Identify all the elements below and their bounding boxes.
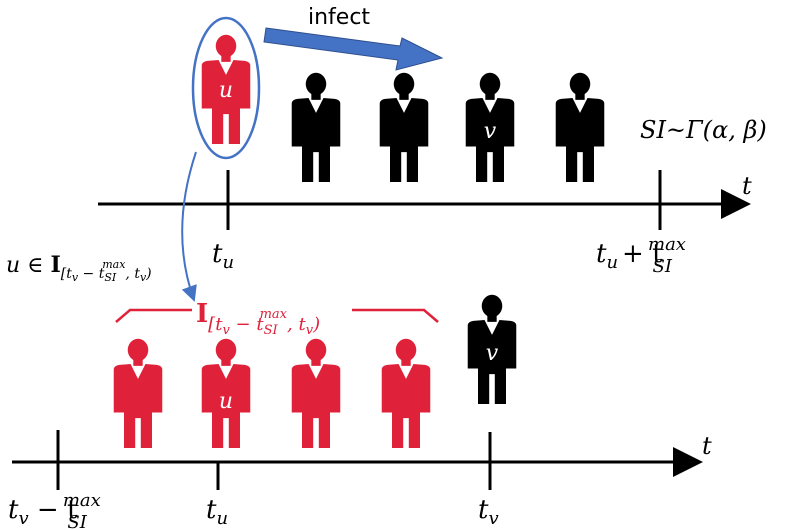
infected-set-label: I[tv − tSImax, tv) — [196, 299, 320, 338]
person-v-label: v — [486, 341, 499, 366]
person-u-label: u — [219, 78, 233, 103]
susceptible-person-v-bottom: v — [467, 294, 517, 404]
label-tv-bottom: tv — [478, 495, 499, 529]
infect-label: infect — [308, 5, 370, 30]
infected-set-bracket — [115, 308, 439, 323]
membership-link-arrow — [181, 151, 197, 302]
susceptible-person-v-top: v — [465, 72, 515, 182]
infected-person-u-top: u — [201, 34, 251, 144]
infected-person-u-bottom: u — [201, 338, 251, 448]
susceptible-person — [291, 72, 341, 182]
label-tu-plus-tmax: tu+ tSImax — [596, 234, 686, 277]
infect-arrow — [263, 27, 444, 71]
susceptible-person — [555, 72, 605, 182]
person-v-label: v — [484, 119, 497, 144]
top-axis-label: t — [742, 172, 752, 200]
membership-label: u ∈ I[tv − tSImax, tv) — [6, 252, 152, 284]
infected-person — [291, 338, 341, 448]
label-tv-minus-tmax: tv − tSImax — [8, 490, 101, 530]
person-u-label: u — [219, 389, 233, 414]
label-tu-bottom: tu — [206, 495, 228, 529]
source-highlight-ellipse — [191, 16, 261, 160]
serial-interval-distribution: SI~Γ(α, β) — [640, 116, 767, 144]
bottom-axis-label: t — [702, 432, 712, 460]
susceptible-person — [379, 72, 429, 182]
infected-person — [113, 338, 163, 448]
infected-person — [381, 338, 431, 448]
label-tu-top: tu — [212, 239, 234, 273]
